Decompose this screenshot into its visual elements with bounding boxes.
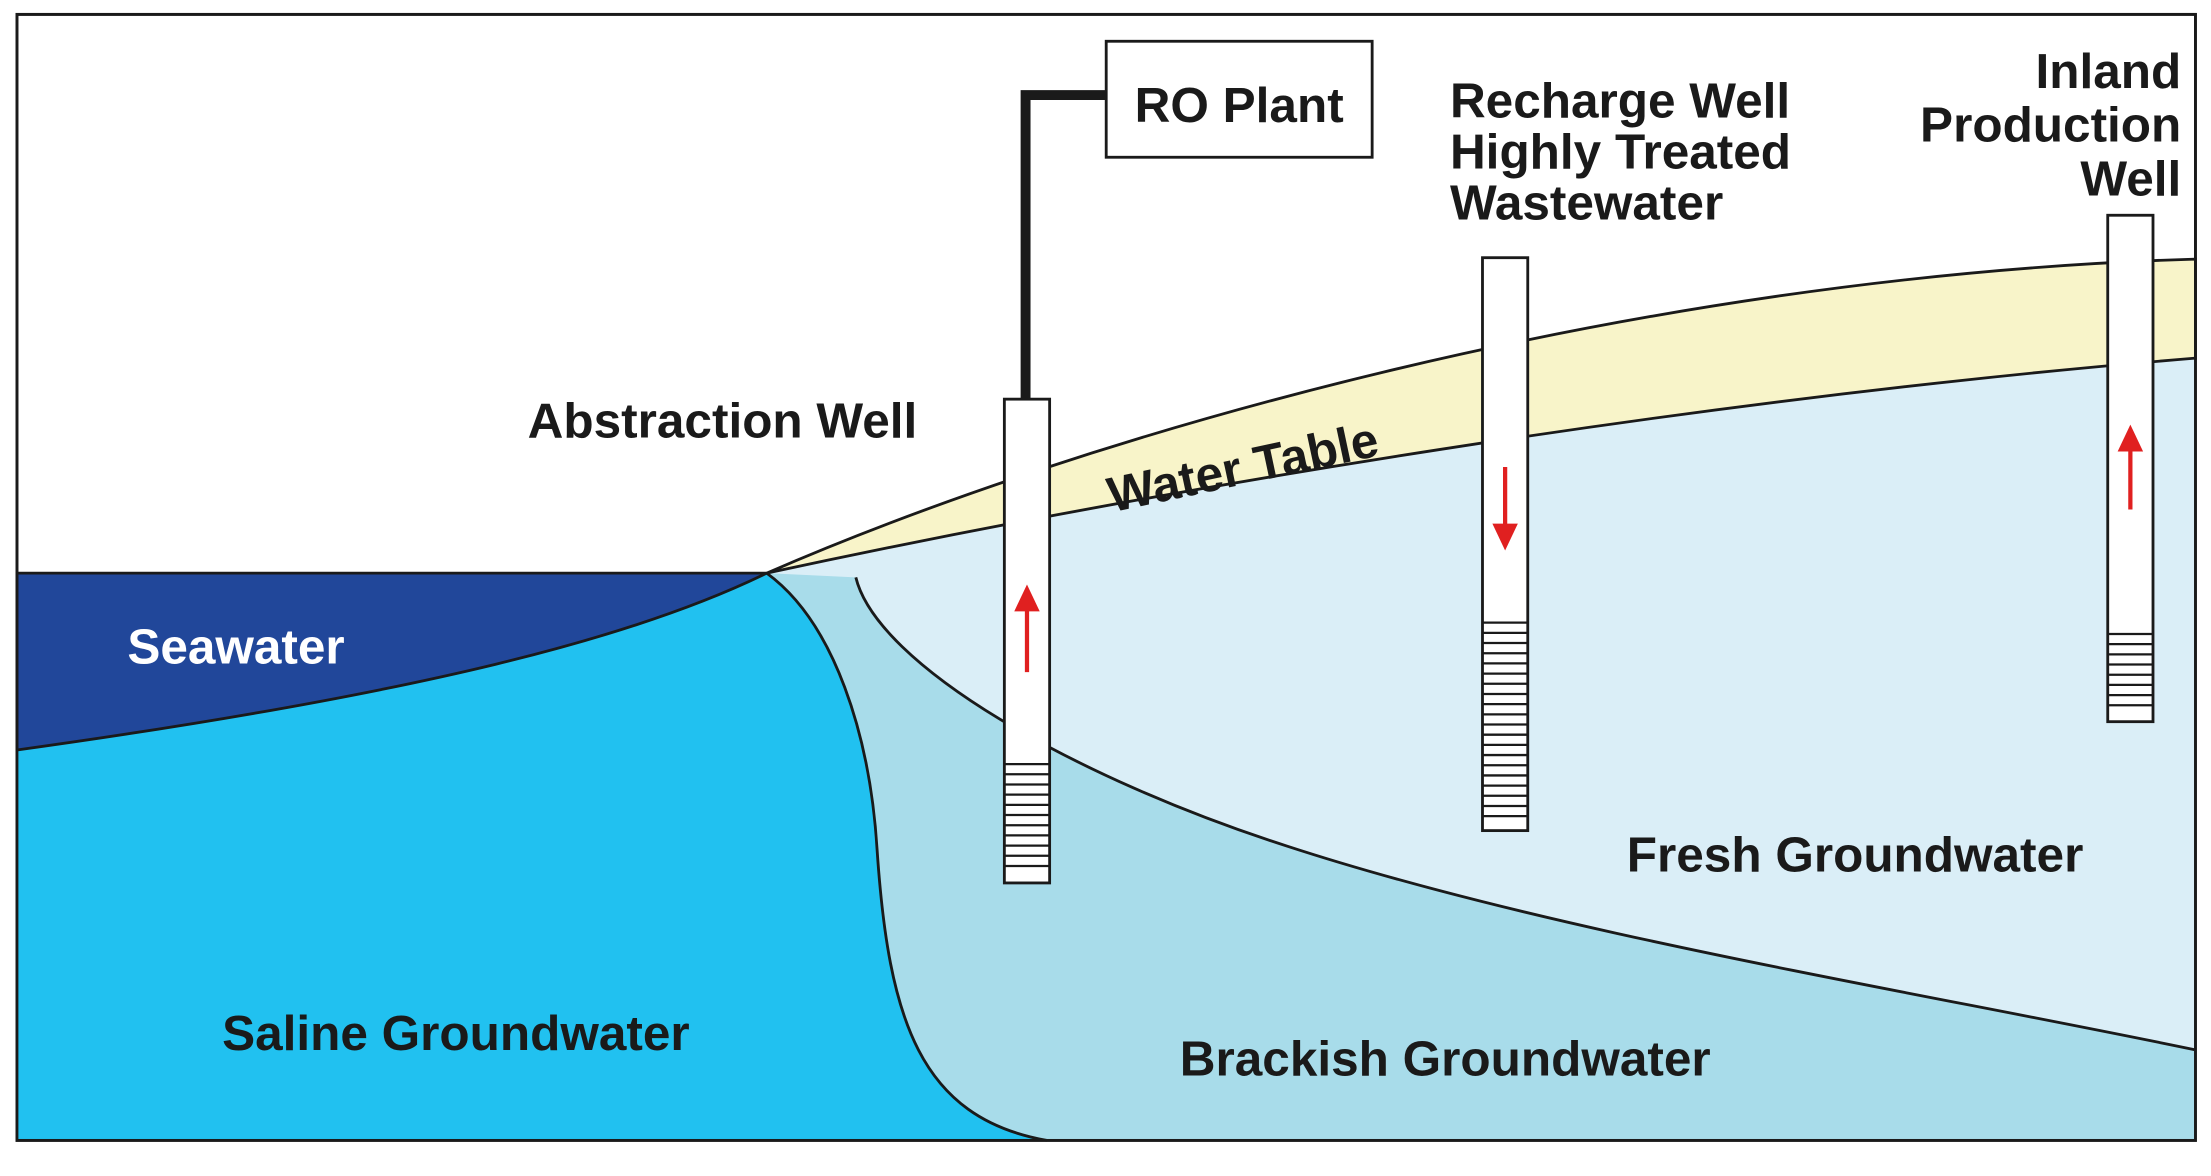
- saline-groundwater-region: [16, 573, 1047, 1141]
- recharge-well-flow-arrow: [1492, 467, 1518, 551]
- abstraction-well: [1002, 397, 1052, 885]
- inland-production-well-label-line3: Well: [2080, 151, 2181, 206]
- abstraction-well-label: Abstraction Well: [528, 393, 918, 448]
- ro-plant-pipe: [1020, 90, 1107, 400]
- recharge-well-label-line1: Recharge Well: [1450, 74, 1790, 129]
- abstraction-well-screen: [1004, 762, 1050, 868]
- brackish-groundwater-label: Brackish Groundwater: [1180, 1031, 1711, 1086]
- abstraction-well-flow-arrow: [1014, 584, 1040, 673]
- inland-production-well-label-line1: Inland: [2036, 44, 2182, 99]
- inland-production-well-label-line2: Production: [1920, 98, 2181, 153]
- inland-production-well-flow-arrow: [2117, 424, 2144, 510]
- recharge-well-label-line3: Wastewater: [1450, 176, 1723, 231]
- ro-plant-box: [1104, 39, 1374, 159]
- fresh-groundwater-label: Fresh Groundwater: [1627, 828, 2084, 883]
- saline-groundwater-label: Saline Groundwater: [222, 1006, 690, 1061]
- seawater-region: [15, 571, 768, 752]
- recharge-well: [1481, 256, 1530, 833]
- recharge-well-label-line2: Highly Treated: [1450, 125, 1791, 180]
- brackish-fresh-interface: [854, 577, 2196, 1052]
- inland-production-well-screen: [2107, 632, 2154, 707]
- saline-brackish-interface: [765, 572, 1048, 1142]
- ro-plant-label: RO Plant: [1135, 78, 1344, 133]
- seawater-label: Seawater: [127, 620, 344, 675]
- inland-production-well: [2106, 213, 2155, 724]
- recharge-well-screen: [1482, 621, 1528, 818]
- diagram-border: [15, 12, 2197, 1142]
